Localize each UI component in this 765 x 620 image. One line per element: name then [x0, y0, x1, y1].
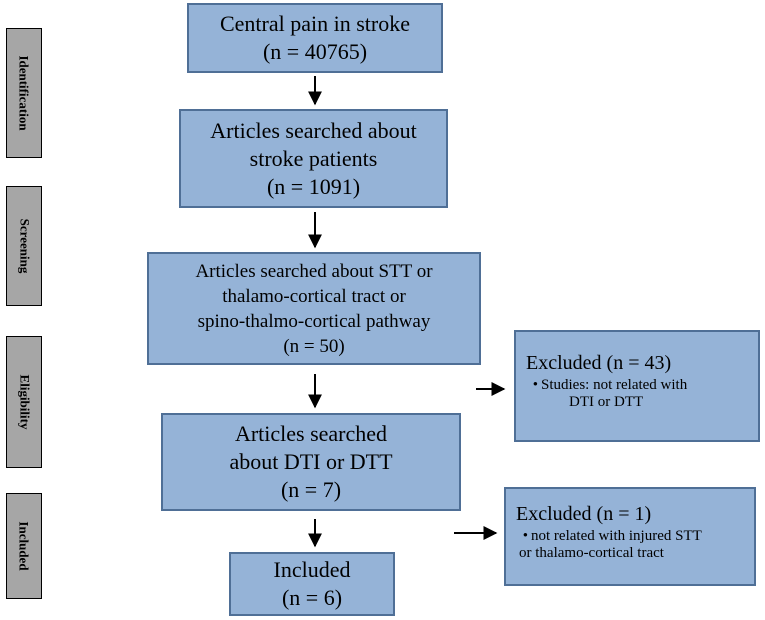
box-text-line: Articles searched	[234, 421, 388, 446]
excluded-title: Excluded (n = 43)	[526, 352, 672, 374]
box-text-line: (n = 40765)	[262, 39, 368, 64]
stage-label-eligibility: Eligibility	[6, 336, 42, 468]
excluded-box-1: Excluded (n = 1) • not related with inju…	[504, 487, 756, 586]
stage-label-identification: Identification	[6, 28, 42, 158]
reason-line: Studies: not related with	[541, 377, 688, 393]
flow-box-stroke-patients: Articles searched about stroke patients …	[179, 109, 448, 208]
box-text-line: Central pain in stroke	[219, 11, 410, 36]
bullet-dot: •	[522, 528, 528, 544]
box-text-line: stroke patients	[249, 145, 378, 171]
box-text-line: Articles searched about STT or	[195, 260, 433, 282]
reason-line: not related with injured STT	[531, 528, 702, 544]
excluded-title: Excluded (n = 1)	[516, 503, 652, 525]
box-text-line: Articles searched about	[210, 117, 417, 143]
flow-box-dti-articles: Articles searched about DTI or DTT (n = …	[161, 413, 461, 511]
box-text-line: (n = 1091)	[266, 173, 361, 199]
excluded-reason-text: Studies: not related with DTI or DTT	[541, 377, 687, 411]
box-text-line: (n = 6)	[281, 585, 343, 610]
flow-box-stt-articles: Articles searched about STT or thalamo-c…	[147, 252, 481, 365]
excluded-reason: • not related with injured STT or thalam…	[516, 528, 744, 562]
excluded-reason: • Studies: not related with DTI or DTT	[526, 377, 748, 411]
box-text-line: (n = 50)	[283, 335, 345, 357]
reason-line: DTI or DTT	[569, 394, 644, 410]
stage-label-included: Included	[6, 493, 42, 599]
reason-line: or thalamo-cortical tract	[519, 545, 664, 561]
box-text-line: Included	[273, 557, 351, 582]
flow-box-included: Included (n = 6)	[229, 552, 395, 616]
stage-label-screening: Screening	[6, 186, 42, 306]
box-text-line: about DTI or DTT	[229, 449, 393, 474]
excluded-reason-text: not related with injured STT or thalamo-…	[519, 528, 702, 562]
box-text-line: thalamo-cortical tract or	[222, 285, 406, 307]
bullet-dot: •	[532, 377, 538, 393]
box-text-line: (n = 7)	[280, 477, 342, 502]
box-text-line: spino-thalmo-cortical pathway	[197, 310, 431, 332]
excluded-box-43: Excluded (n = 43) • Studies: not related…	[514, 330, 760, 442]
flow-box-central-pain: Central pain in stroke (n = 40765)	[187, 3, 443, 73]
